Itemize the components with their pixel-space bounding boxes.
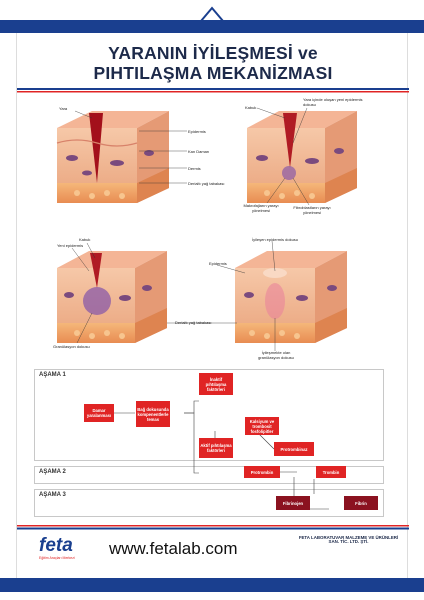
company-info: FETA LABORATUVAR MALZEME VE ÜRÜNLERİ SAN… xyxy=(296,535,401,545)
panel-2-scab xyxy=(247,111,357,203)
panel3-label-granulation: Granülasyon dokusu xyxy=(53,344,90,349)
poster-title: YARANIN İYİLEŞMESİ ve PIHTILAŞMA MEKANİZ… xyxy=(17,43,409,83)
wound-illustrations xyxy=(56,107,357,351)
poster: YARANIN İYİLEŞMESİ ve PIHTILAŞMA MEKANİZ… xyxy=(16,33,409,578)
bottom-rail xyxy=(0,578,424,592)
panel-1-fresh-wound xyxy=(56,111,169,203)
box-trombin: Trombin xyxy=(316,466,346,478)
title-line-2: PIHTILAŞMA MEKANİZMASI xyxy=(93,63,333,83)
stage-3-label: AŞAMA 3 xyxy=(39,492,66,498)
hanger-icon xyxy=(200,6,224,22)
panel2-label-macrophage: Makrofajların yarayı yönelmesi xyxy=(243,203,279,213)
box-damar: Damar yaralanması xyxy=(84,404,114,422)
footer-divider xyxy=(17,525,409,530)
panel1-label-fat: Derialtı yağ tabakası xyxy=(188,181,225,186)
logo-text: feta xyxy=(39,535,73,556)
panel4-label-granulation: İyileşmekte olan granülasyon dokusu xyxy=(258,350,294,360)
title-line-1: YARANIN İYİLEŞMESİ ve xyxy=(108,43,318,63)
panel-4-healed xyxy=(235,251,347,343)
box-protrombinaz: Protrombinaz xyxy=(274,442,314,456)
box-bag: Bağ dokusunda kompenentlerle temas xyxy=(136,401,170,427)
box-fibrin: Fibrin xyxy=(344,496,378,510)
stage-2-label: AŞAMA 2 xyxy=(39,469,66,475)
panel1-label-yara: Yara xyxy=(59,106,68,111)
stage-3-panel: AŞAMA 3 xyxy=(34,489,384,517)
logo-tagline: Eğitim Araçları Merkezi xyxy=(39,556,75,560)
website-url: www.fetalab.com xyxy=(109,539,238,558)
panel1-label-kan-damari: Kan Damarı xyxy=(188,149,210,154)
panel2-label-kabuk: Kabuk xyxy=(245,105,257,110)
panel2-label-fibroblast: Fibroblastların yarayı yönelmesi xyxy=(293,205,331,215)
box-protrombin: Protrombin xyxy=(244,466,280,478)
company-name: FETA LABORATUVAR MALZEME VE ÜRÜNLERİ SAN… xyxy=(298,535,399,545)
panel4-label-fat: Derialtı yağ tabakası xyxy=(175,320,212,325)
panel-3-granulation xyxy=(57,251,167,343)
panel1-label-epidermis: Epidermis xyxy=(188,129,206,134)
panel1-label-dermis: Dermis xyxy=(188,166,201,171)
panel4-label-healing-epidermis: İyileşen epidermis dokusu xyxy=(252,237,299,242)
leader-lines xyxy=(71,107,310,351)
box-kalsiyum: Kalsiyum ve trombosit fosfolipitler xyxy=(245,417,279,435)
box-aktif: Aktif pıhtılaşma faktörleri xyxy=(199,438,233,458)
feta-logo: feta Eğitim Araçları Merkezi xyxy=(39,536,103,566)
box-fibrinojen: Fibrinojen xyxy=(276,496,310,510)
box-inaktif: İnaktif pıhtılaşma faktörleri xyxy=(199,373,233,395)
panel3-label-new-epidermis: Yeni epidermis xyxy=(57,243,84,248)
top-rail xyxy=(0,20,424,33)
panel2-label-new-epidermis: Yara içinde oluşan yeni epidermis dokusu xyxy=(303,97,363,107)
title-divider xyxy=(17,88,409,93)
stage-2-panel: AŞAMA 2 xyxy=(34,466,384,484)
panel3-label-kabuk: Kabuk xyxy=(79,237,91,242)
panel4-label-epidermis: Epidermis xyxy=(209,261,227,266)
stage-1-label: AŞAMA 1 xyxy=(39,372,66,378)
